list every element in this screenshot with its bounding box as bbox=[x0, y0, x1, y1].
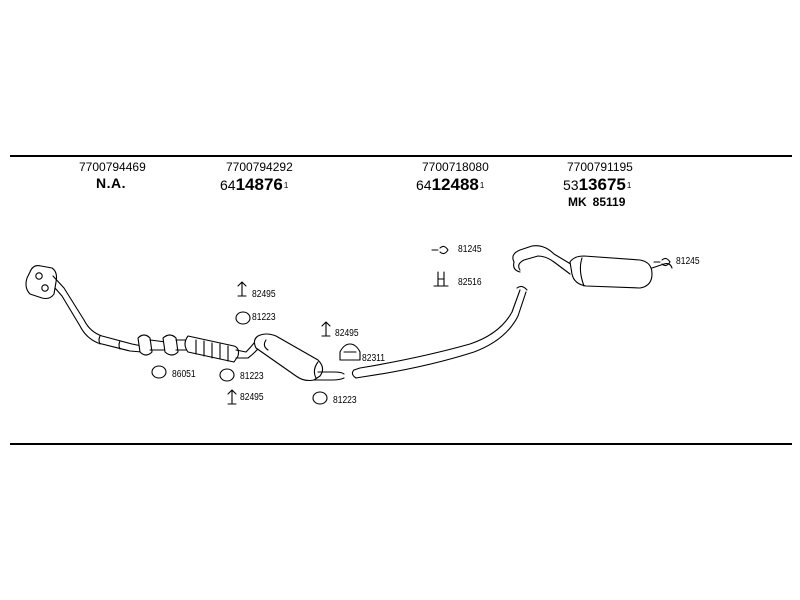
oe-number-rear-muffler: 7700791195 bbox=[567, 160, 633, 174]
oe-number-front-pipe: 7700794469 bbox=[79, 160, 146, 174]
part-main: 13675 bbox=[578, 175, 626, 194]
catalytic-converter bbox=[184, 335, 263, 363]
callout-bolt-silencer: 82495 bbox=[335, 328, 359, 339]
callout-gasket-front: 86051 bbox=[172, 369, 196, 380]
mounting-kit-number: MK 85119 bbox=[568, 195, 625, 209]
bottom-rule bbox=[10, 443, 792, 445]
pipe-flange-joint bbox=[137, 334, 189, 356]
part-prefix: 64 bbox=[416, 177, 432, 193]
rear-muffler bbox=[512, 245, 673, 289]
intermediate-silencer bbox=[253, 333, 345, 382]
callout-bolt-upper: 82495 bbox=[252, 289, 276, 300]
callout-hanger-rear: 81245 bbox=[676, 256, 700, 267]
part-number-rear-muffler: 53136751 bbox=[563, 176, 631, 195]
part-number-catalyst: 64148761 bbox=[220, 176, 288, 195]
part-superscript: 1 bbox=[283, 181, 289, 190]
part-prefix: 53 bbox=[563, 177, 579, 193]
part-main: 12488 bbox=[431, 175, 479, 194]
oe-number-middle-pipe: 7700718080 bbox=[422, 160, 489, 174]
mounting-kit-part: 85119 bbox=[592, 195, 626, 209]
part-not-available: N.A. bbox=[96, 175, 126, 191]
mounting-hardware bbox=[227, 245, 671, 405]
callout-gasket-upper: 81223 bbox=[252, 312, 276, 323]
part-main: 14876 bbox=[235, 175, 283, 194]
callout-hanger-middle: 81245 bbox=[458, 244, 482, 255]
callout-clamp-middle: 82516 bbox=[458, 277, 482, 288]
part-superscript: 1 bbox=[479, 181, 485, 190]
callout-gasket-lower: 81223 bbox=[240, 371, 264, 382]
top-rule bbox=[10, 155, 792, 157]
front-pipe bbox=[25, 265, 143, 353]
gasket-rings bbox=[151, 311, 328, 405]
part-superscript: 1 bbox=[626, 181, 632, 190]
part-prefix: 64 bbox=[220, 177, 236, 193]
middle-pipe bbox=[351, 285, 528, 379]
part-number-middle-pipe: 64124881 bbox=[416, 176, 484, 195]
mounting-kit-prefix: MK bbox=[568, 195, 587, 209]
oe-number-catalyst: 7700794292 bbox=[226, 160, 293, 174]
callout-bolt-lower: 82495 bbox=[240, 392, 264, 403]
callout-gasket-silencer: 81223 bbox=[333, 395, 357, 406]
callout-clamp-silencer: 82311 bbox=[362, 353, 386, 364]
